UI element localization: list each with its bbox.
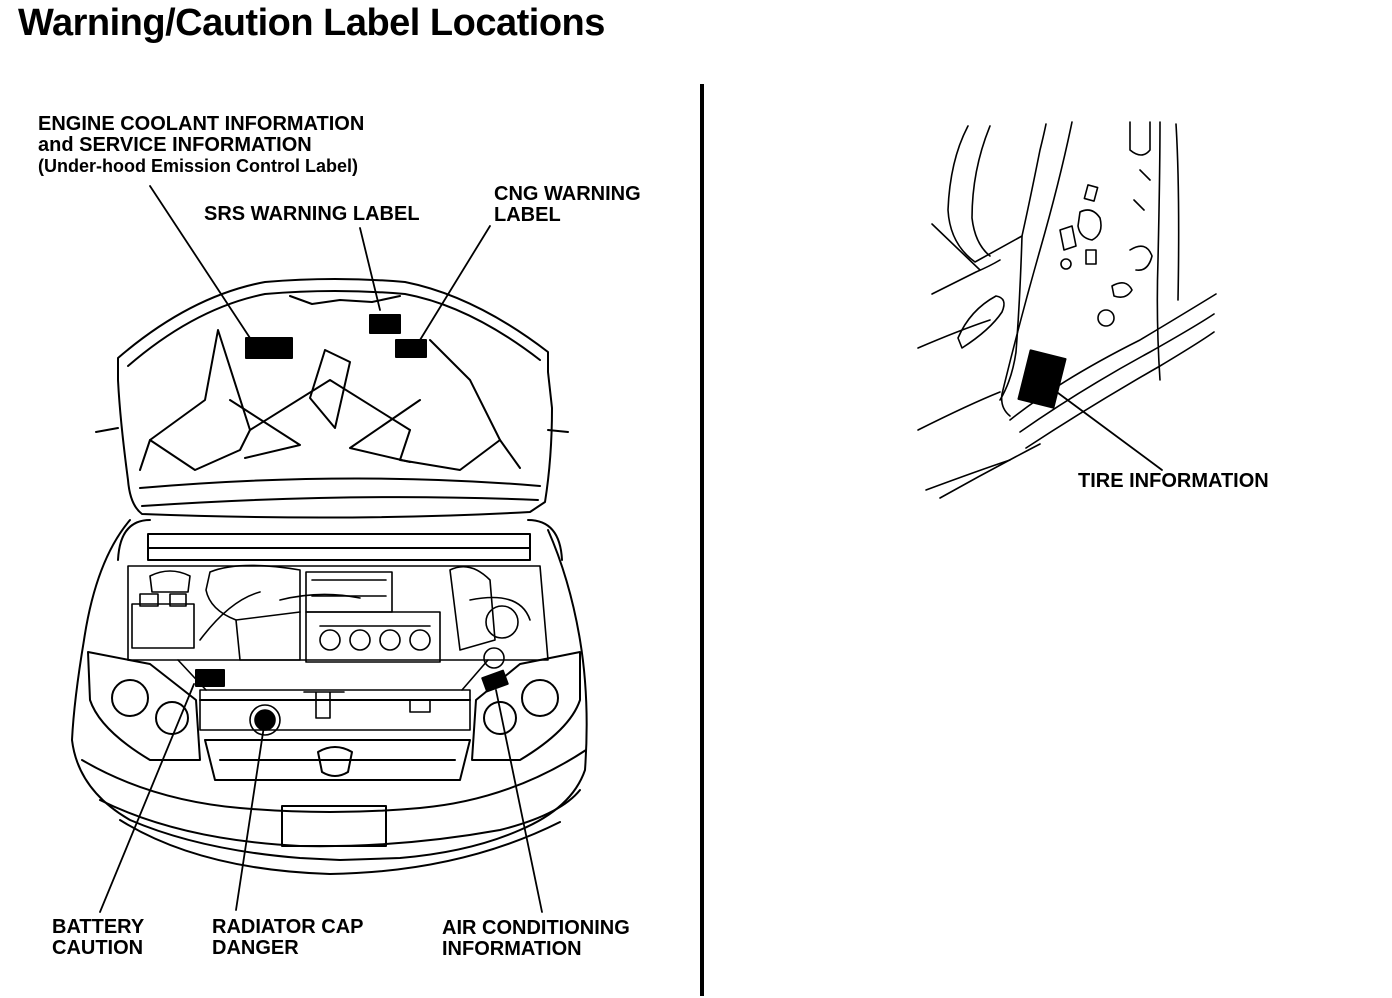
air-conditioning-label-line1: AIR CONDITIONING [442,917,630,939]
cng-warning-label-mark [395,339,427,358]
engine-coolant-label-line1: ENGINE COOLANT INFORMATION [38,113,365,135]
srs-warning-label: SRS WARNING LABEL [204,203,420,225]
tire-information-label: TIRE INFORMATION [1078,470,1269,492]
door-jamb-illustration [917,121,1217,499]
tire-information-label-mark [1017,349,1067,409]
leader-lines [99,185,1163,913]
cng-warning-label-line2: LABEL [494,204,561,226]
cowl [117,519,563,561]
battery-caution-label-mark [195,669,225,687]
engine-coolant-info-label-mark [245,337,293,359]
engine-coolant-label-line3: (Under-hood Emission Control Label) [38,156,358,176]
air-conditioning-label: AIR CONDITIONING INFORMATION [442,918,630,960]
car-body [71,519,588,875]
radiator-cap-label: RADIATOR CAP DANGER [212,917,363,959]
radiator-cap-label-line1: RADIATOR CAP [212,916,364,938]
engine-coolant-label: ENGINE COOLANT INFORMATION and SERVICE I… [38,114,364,177]
battery-caution-label: BATTERY CAUTION [52,917,144,959]
air-conditioning-label-mark [481,669,509,693]
panel-divider [700,84,704,996]
srs-warning-label-mark [369,314,401,334]
battery-caution-label-line2: CAUTION [52,937,144,959]
cng-warning-label-line1: CNG WARNING [494,183,641,205]
battery-caution-label-line1: BATTERY [52,916,145,938]
air-conditioning-label-line2: INFORMATION [442,938,582,960]
radiator-cap-label-line2: DANGER [212,937,299,959]
engine-bay [127,564,549,736]
page-title: Warning/Caution Label Locations [18,2,605,44]
engine-coolant-label-line2: and SERVICE INFORMATION [38,134,312,156]
open-hood [95,278,569,519]
cng-warning-label: CNG WARNING LABEL [494,184,641,226]
